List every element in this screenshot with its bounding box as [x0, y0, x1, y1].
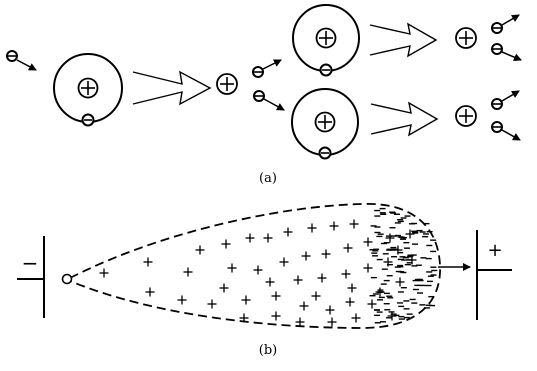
- hollow-arrow-3: [370, 101, 439, 137]
- anode-label: +: [487, 240, 502, 261]
- neutral-atom-2: [292, 4, 360, 77]
- panel-b-avalanche: − +: [17, 203, 512, 329]
- positive-ion-2: [455, 27, 477, 49]
- incoming-electron: [6, 50, 37, 71]
- neutral-atom-3: [291, 88, 359, 160]
- anode-electrode: [476, 230, 512, 320]
- freed-electron-5: [491, 90, 520, 110]
- panel-a-ionization: [6, 4, 522, 160]
- positive-ion-1: [216, 73, 238, 95]
- freed-electron-6: [491, 121, 521, 141]
- freed-electron-3: [491, 14, 520, 34]
- caption-a: (a): [259, 171, 277, 186]
- initial-electron: [61, 273, 73, 285]
- avalanche-envelope: [69, 203, 441, 329]
- electron-cloud: [369, 207, 438, 324]
- positive-ion-cloud: [99, 219, 417, 327]
- freed-electron-4: [491, 43, 522, 61]
- hollow-arrow-1: [132, 70, 212, 106]
- neutral-atom-1: [53, 53, 123, 127]
- cathode-label: −: [22, 251, 39, 275]
- cathode-electrode: [17, 236, 45, 318]
- caption-b: (b): [259, 343, 277, 358]
- positive-ion-3: [455, 105, 477, 127]
- freed-electron-1: [252, 59, 282, 78]
- hollow-arrow-2: [369, 22, 438, 58]
- freed-electron-2: [253, 90, 285, 111]
